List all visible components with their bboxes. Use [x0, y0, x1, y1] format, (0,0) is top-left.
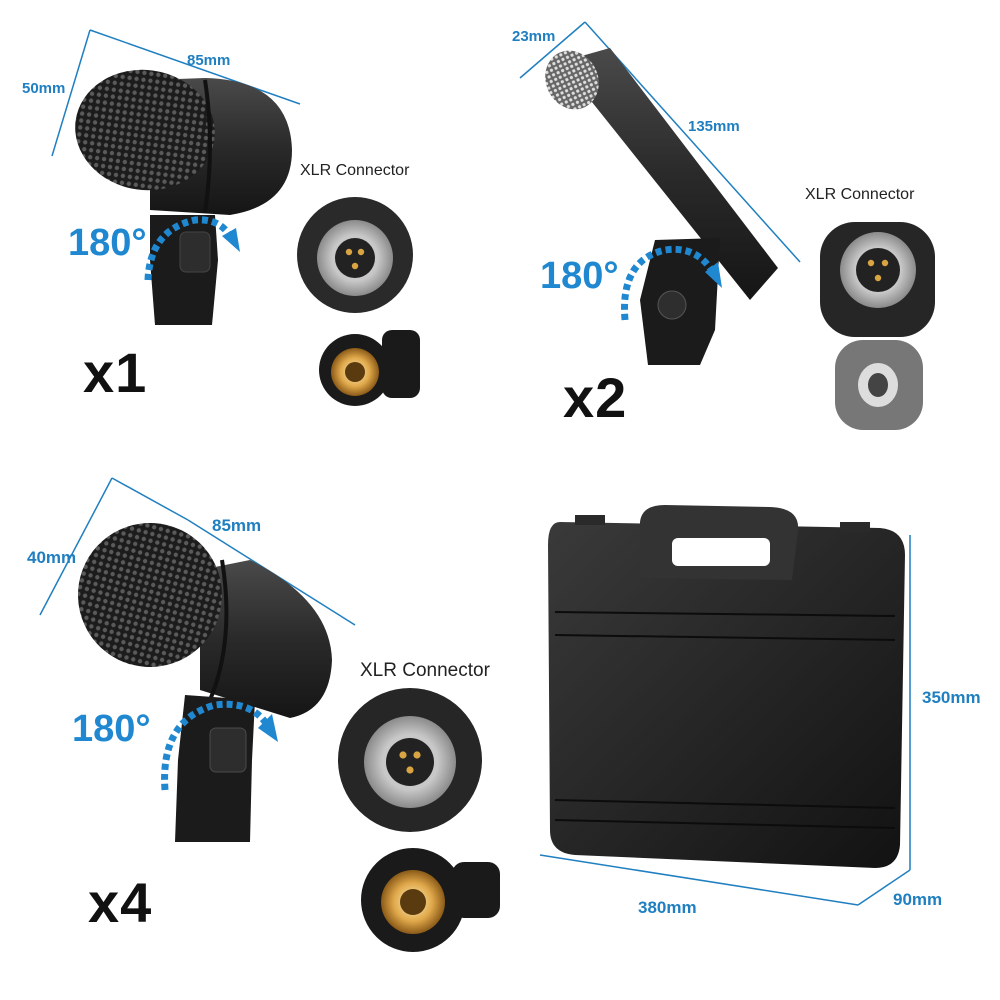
kick-xlr-label: XLR Connector	[300, 162, 410, 179]
overhead-length-label: 135mm	[688, 118, 740, 135]
case-depth-label: 90mm	[893, 890, 943, 909]
overhead-quantity-label: x2	[563, 366, 628, 429]
overhead-xlr-label: XLR Connector	[805, 186, 915, 203]
tom-quantity-label: x4	[88, 871, 153, 934]
kick-quantity-label: x1	[83, 341, 148, 404]
overhead-mic-drawing	[519, 21, 935, 430]
overhead-diameter-label: 23mm	[512, 28, 556, 45]
case-width-label: 380mm	[638, 898, 697, 917]
kick-rotation-label: 180°	[68, 222, 147, 264]
carry-case-drawing	[539, 505, 911, 906]
tom-diameter-label: 40mm	[27, 548, 77, 567]
case-height-label: 350mm	[922, 688, 981, 707]
overhead-dimension-lines	[519, 21, 801, 263]
overhead-rotation-label: 180°	[540, 255, 619, 297]
tom-mic-drawing	[39, 477, 500, 952]
kick-length-label: 85mm	[187, 52, 231, 69]
tom-xlr-label: XLR Connector	[360, 660, 490, 681]
tom-length-label: 85mm	[212, 516, 262, 535]
tom-rotation-label: 180°	[72, 708, 151, 750]
kick-mic-drawing	[51, 29, 420, 406]
kick-diameter-label: 50mm	[22, 80, 66, 97]
kick-dimension-lines	[51, 29, 301, 157]
case-dimension-lines	[539, 535, 911, 906]
